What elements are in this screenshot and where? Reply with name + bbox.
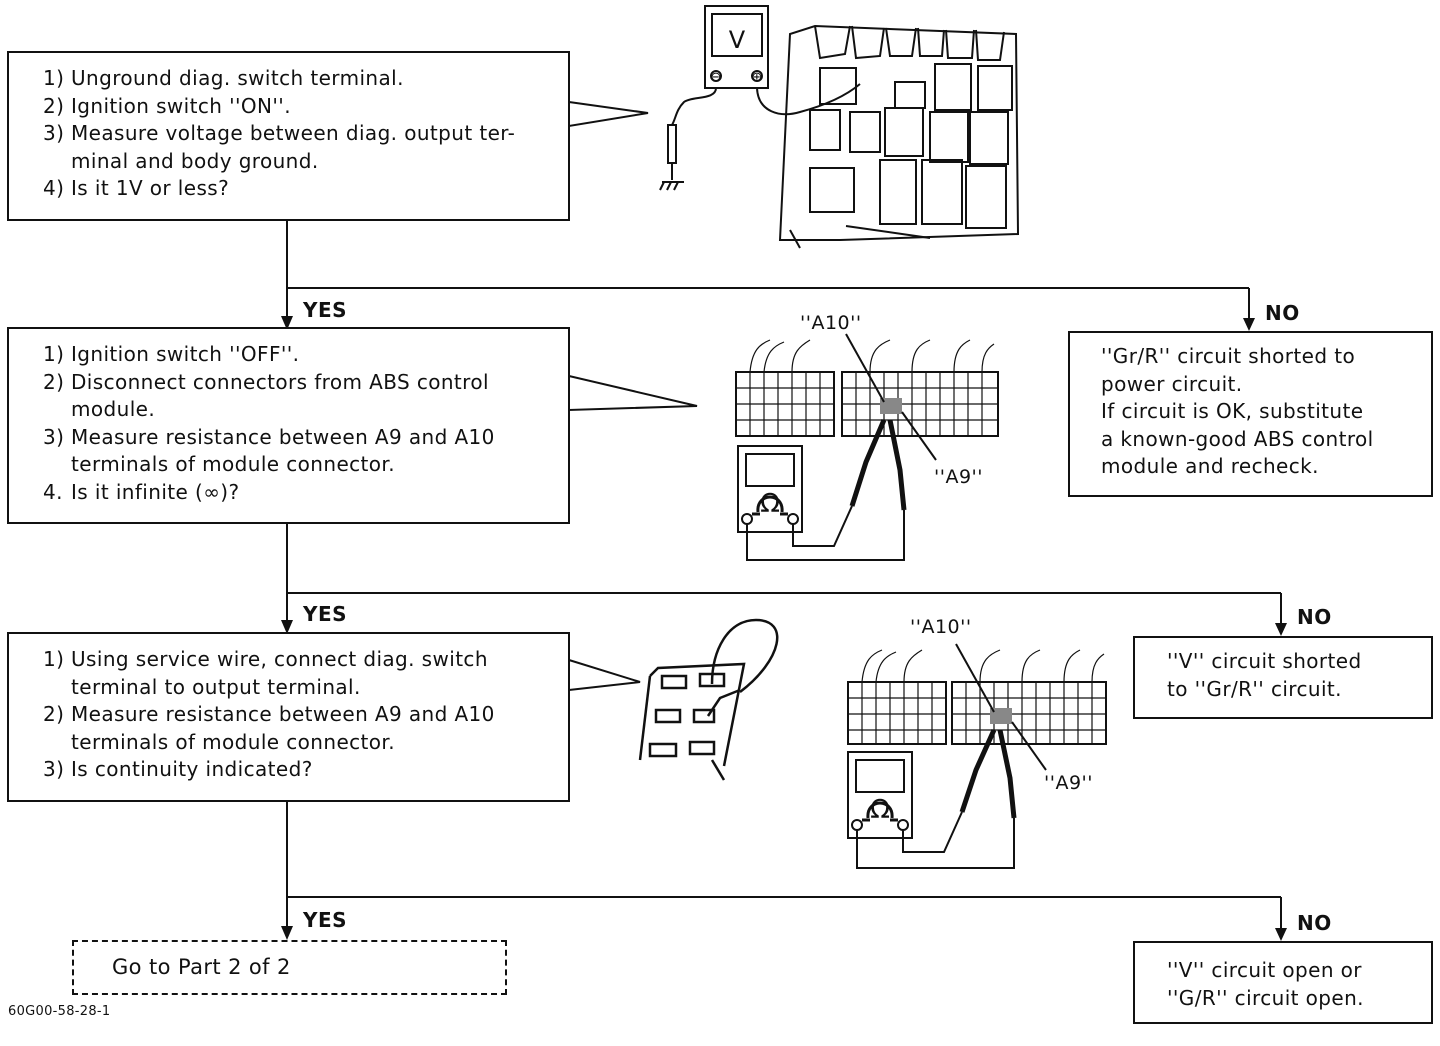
step3-box: 1)Using service wire, connect diag. swit… — [7, 632, 570, 802]
callout-pointer — [568, 100, 649, 128]
step3-list: 1)Using service wire, connect diag. swit… — [43, 646, 554, 784]
result3-line: ''G/R'' circuit open. — [1167, 985, 1364, 1010]
step1-item: 1)Unground diag. switch terminal. — [43, 66, 404, 90]
arrow-down-icon — [281, 926, 293, 940]
step3-item: 1)Using service wire, connect diag. swit… — [43, 647, 488, 699]
terminal-a9-label-1: ''A9'' — [934, 466, 983, 488]
step2-item: 4.Is it infinite (∞)? — [43, 479, 240, 504]
volt-symbol: V — [729, 26, 746, 54]
ohmmeter-connector-illustration-2 — [847, 643, 1107, 869]
result3-line: ''V'' circuit open or — [1167, 958, 1362, 982]
result1-line: a known-good ABS control — [1101, 426, 1374, 451]
goto-label: Go to Part 2 of 2 — [112, 955, 291, 979]
ohmmeter-connector-illustration-1 — [735, 333, 999, 561]
step1-list: 1)Unground diag. switch terminal. 2)Igni… — [43, 65, 554, 203]
result2-line: to ''Gr/R'' circuit. — [1167, 676, 1342, 701]
result1-line: If circuit is OK, substitute — [1101, 399, 1364, 423]
result1-line: ''Gr/R'' circuit shorted to — [1101, 344, 1356, 368]
minus-terminal-symbol: ⊖ — [711, 70, 722, 85]
arrow-down-icon — [281, 316, 293, 330]
step3-item: 3)Is continuity indicated? — [43, 757, 313, 781]
arrow-down-icon — [1243, 318, 1255, 331]
step2-item: 2)Disconnect connectors from ABS control… — [43, 369, 489, 422]
result2-box: ''V'' circuit shorted to ''Gr/R'' circui… — [1133, 636, 1433, 719]
ohm-symbol: Ω — [870, 795, 890, 825]
result1-box: ''Gr/R'' circuit shorted to power circui… — [1068, 331, 1433, 497]
step1-item: 4)Is it 1V or less? — [43, 176, 230, 200]
terminal-a10-label-1: ''A10'' — [800, 312, 862, 334]
no-label-1: NO — [1265, 301, 1300, 325]
relay-box-illustration — [778, 24, 1020, 249]
arrow-down-icon — [281, 620, 293, 634]
step1-box: 1)Unground diag. switch terminal. 2)Igni… — [7, 51, 570, 221]
no-label-3: NO — [1297, 911, 1332, 935]
result1-line: power circuit. — [1101, 371, 1243, 396]
result2-line: ''V'' circuit shorted — [1167, 649, 1362, 673]
yes-label-1: YES — [303, 298, 348, 322]
step3-item: 2)Measure resistance between A9 and A10 … — [43, 702, 495, 754]
terminal-a10-label-2: ''A10'' — [910, 616, 972, 638]
step1-item: 2)Ignition switch ''ON''. — [43, 93, 291, 118]
result1-line: module and recheck. — [1101, 454, 1319, 478]
step1-item: 3)Measure voltage between diag. output t… — [43, 121, 516, 173]
service-wire-illustration — [638, 618, 779, 781]
yes-label-3: YES — [303, 908, 348, 932]
ohm-symbol: Ω — [760, 489, 780, 519]
arrow-down-icon — [1275, 623, 1287, 636]
terminal-a9-label-2: ''A9'' — [1044, 772, 1093, 794]
yes-label-2: YES — [303, 602, 348, 626]
meter-symbols: V ⊖ ⊕ — [711, 26, 763, 85]
callout-pointer — [568, 374, 698, 412]
goto-part2-box[interactable]: Go to Part 2 of 2 — [72, 940, 507, 995]
step2-item: 1)Ignition switch ''OFF''. — [43, 342, 300, 366]
result3-box: ''V'' circuit open or ''G/R'' circuit op… — [1133, 941, 1433, 1024]
step2-list: 1)Ignition switch ''OFF''. 2)Disconnect … — [43, 341, 554, 506]
figure-code: 60G00-58-28-1 — [8, 1004, 111, 1019]
no-label-2: NO — [1297, 605, 1332, 629]
callout-pointer — [568, 658, 641, 692]
arrow-down-icon — [1275, 928, 1287, 941]
step2-item: 3)Measure resistance between A9 and A10 … — [43, 424, 495, 477]
voltmeter-illustration — [659, 5, 861, 191]
plus-terminal-symbol: ⊕ — [752, 70, 763, 85]
step2-box: 1)Ignition switch ''OFF''. 2)Disconnect … — [7, 327, 570, 524]
